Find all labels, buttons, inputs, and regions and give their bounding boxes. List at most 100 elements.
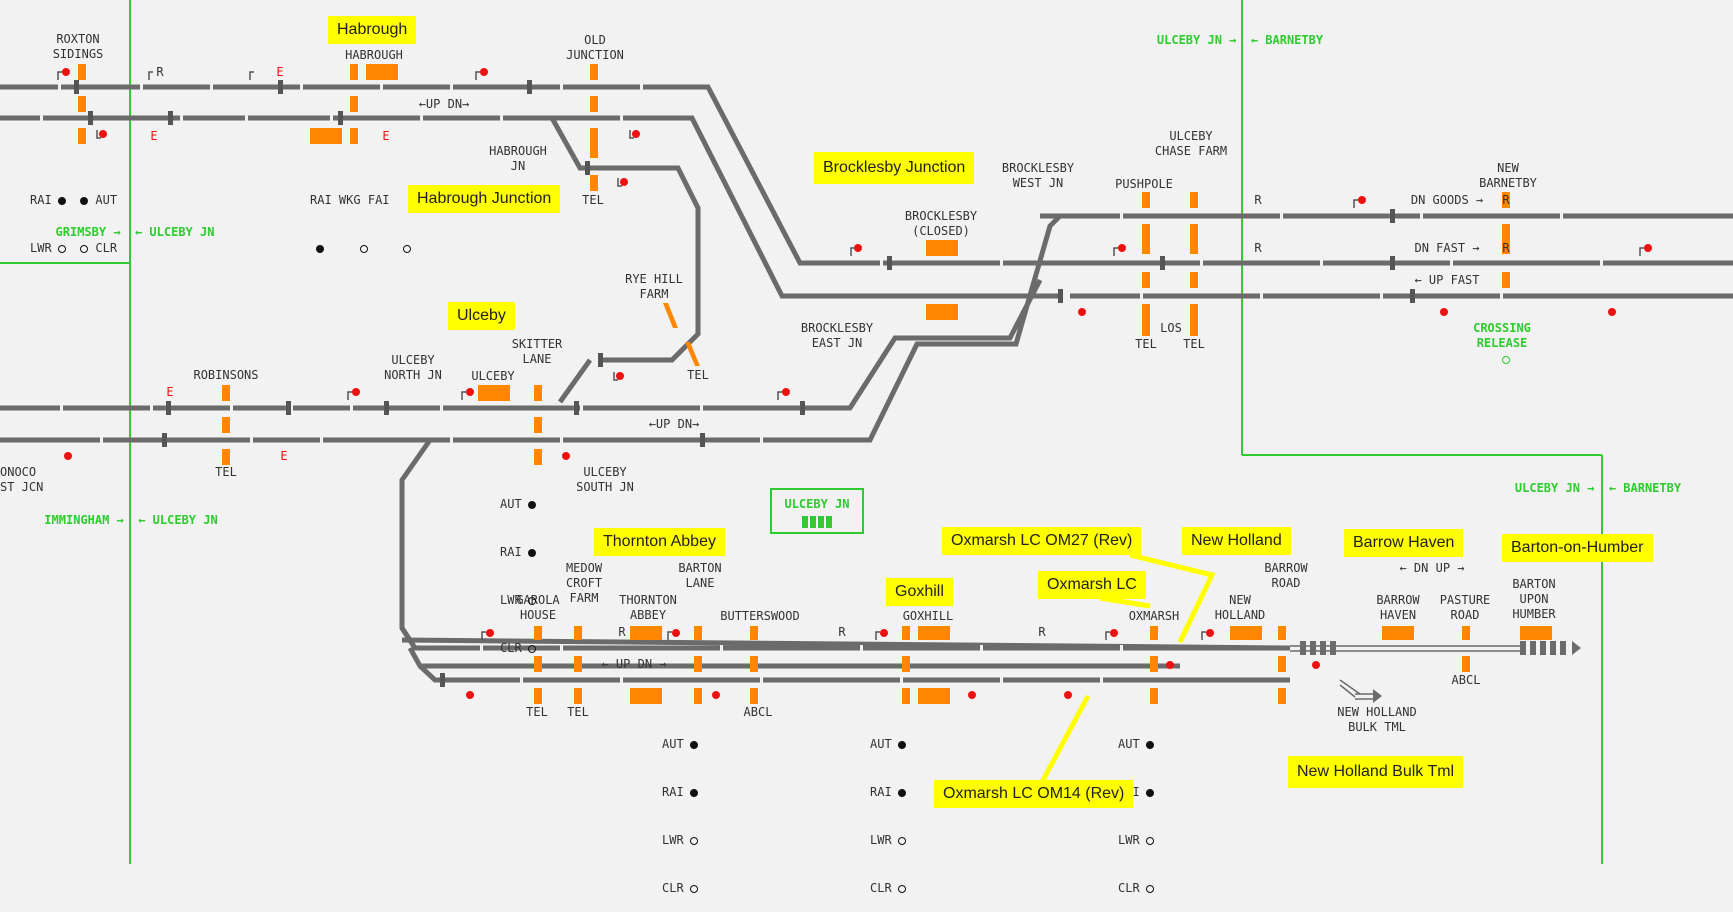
- new-barnetby-label: NEW BARNETBY: [1479, 161, 1537, 190]
- brocklesby-east-jn-label: BROCKLESBY EAST JN: [800, 321, 874, 350]
- roxton-sidings-label: ROXTON SIDINGS: [52, 32, 104, 61]
- ulceby-jn-box[interactable]: ULCEBY JN: [770, 488, 864, 534]
- r-marker: R: [618, 625, 626, 639]
- track-habrough-branch: [549, 116, 701, 363]
- barton-lane-indications: AUT RAI LWR CLR: [662, 704, 698, 912]
- abcl-pasture-label: ABCL: [1451, 673, 1481, 687]
- track-mid-up: [0, 278, 1043, 411]
- tel-medow-label: TEL: [567, 705, 589, 719]
- area-tag-habrough[interactable]: Habrough: [328, 16, 417, 44]
- rye-hill-farm-label: RYE HILL FARM: [625, 272, 683, 301]
- area-tag-barrow-haven[interactable]: Barrow Haven: [1344, 529, 1464, 557]
- area-tag-oxmarsh-lc[interactable]: Oxmarsh LC: [1038, 571, 1146, 599]
- habrough-indications: RAI WKG FAI: [310, 160, 412, 272]
- old-junction-label: OLD JUNCTION: [566, 33, 624, 62]
- skitter-lane-indications: AUT RAI LWR CLR: [500, 464, 536, 672]
- e-marker: E: [382, 129, 390, 143]
- barton-upon-humber-label: BARTON UPON HUMBER: [1512, 577, 1556, 621]
- roxton-indications: RAI AUT LWR CLR: [30, 193, 118, 255]
- goxhill-label: GOXHILL: [902, 609, 954, 623]
- boundary-ulceby-barnetby-right: ULCEBY JN → ← BARNETBY: [1514, 481, 1682, 495]
- rai-lamp: [316, 244, 324, 253]
- fai-lamp: [403, 244, 412, 253]
- aut-lamp: [897, 740, 906, 749]
- ulceby-jn-box-label: ULCEBY JN: [784, 497, 850, 511]
- clr-lamp: [897, 884, 906, 893]
- pasture-road-label: PASTURE ROAD: [1439, 593, 1491, 622]
- ulceby-station-label: ULCEBY: [471, 369, 515, 383]
- boundary-immingham-ulceby: IMMINGHAM → ← ULCEBY JN: [44, 513, 218, 527]
- e-marker: E: [150, 129, 158, 143]
- area-tag-oxmarsh-om27[interactable]: Oxmarsh LC OM27 (Rev): [942, 527, 1142, 555]
- rai-lamp: [689, 788, 698, 797]
- r-marker: R: [1254, 241, 1262, 255]
- up-dn-habrough-label: ←UP DN→: [418, 97, 470, 111]
- up-dn-thornton-label: ← UP DN →: [601, 657, 667, 671]
- up-fast-label: ← UP FAST: [1414, 273, 1480, 287]
- boundary-lines: [0, 0, 1603, 864]
- brocklesby-closed-label: BROCKLESBY (CLOSED): [904, 209, 978, 238]
- garola-house-label: GAROLA HOUSE: [516, 593, 560, 622]
- aut-lamp: [1145, 740, 1154, 749]
- dn-goods-label: DN GOODS →: [1410, 193, 1484, 207]
- e-marker: E: [280, 449, 288, 463]
- area-tag-goxhill[interactable]: Goxhill: [886, 578, 953, 606]
- area-tag-oxmarsh-om14[interactable]: Oxmarsh LC OM14 (Rev): [934, 780, 1134, 808]
- area-tag-barton-on-humber[interactable]: Barton-on-Humber: [1502, 534, 1653, 562]
- thornton-abbey-label: THORNTON ABBEY: [619, 593, 677, 622]
- brocklesby-west-jn-label: BROCKLESBY WEST JN: [1001, 161, 1075, 190]
- clr-lamp: [1145, 884, 1154, 893]
- crossing-release-indicator[interactable]: [1502, 356, 1510, 364]
- ulceby-jn-box-bars: [772, 513, 862, 532]
- habrough-jn-label: HABROUGH JN: [489, 144, 547, 173]
- track-circuits[interactable]: [78, 64, 1552, 704]
- crossing-release-label: CROSSING RELEASE: [1473, 321, 1531, 350]
- boundary-ulceby-barnetby-top: ULCEBY JN → ← BARNETBY: [1156, 33, 1324, 47]
- signals[interactable]: [62, 68, 1652, 699]
- tel-robinsons-label: TEL: [215, 465, 237, 479]
- r-marker: R: [1038, 625, 1046, 639]
- new-holland-bulk-tml-label: NEW HOLLAND BULK TML: [1337, 705, 1417, 734]
- area-tag-habrough-junction[interactable]: Habrough Junction: [408, 185, 561, 213]
- ulceby-north-jn-label: ULCEBY NORTH JN: [384, 353, 442, 382]
- e-marker: E: [276, 65, 284, 79]
- goxhill-indications: AUT RAI LWR CLR: [870, 704, 906, 912]
- los-label: LOS: [1160, 321, 1182, 335]
- clr-lamp: [527, 644, 536, 653]
- track-top-dn: [0, 115, 1060, 299]
- robinsons-label: ROBINSONS: [193, 368, 259, 382]
- tel-old-label: TEL: [582, 193, 604, 207]
- habrough-label: HABROUGH: [345, 48, 403, 62]
- wkg-lamp: [359, 244, 368, 253]
- track-mid-dn: [0, 214, 1062, 443]
- rai-lamp: [527, 548, 536, 557]
- area-tag-brocklesby-junction[interactable]: Brocklesby Junction: [814, 152, 975, 184]
- butterswood-label: BUTTERSWOOD: [720, 609, 800, 623]
- r-marker: R: [156, 65, 164, 79]
- ulceby-south-jn-label: ULCEBY SOUTH JN: [576, 465, 634, 494]
- lwr-lamp: [897, 836, 906, 845]
- barrow-haven-label: BARROW HAVEN: [1376, 593, 1420, 622]
- area-tag-thornton-abbey[interactable]: Thornton Abbey: [594, 528, 725, 556]
- new-holland-label: NEW HOLLAND: [1214, 593, 1266, 622]
- r-marker: R: [838, 625, 846, 639]
- skitter-lane-label: SKITTER LANE: [511, 337, 563, 366]
- e-marker: E: [166, 385, 174, 399]
- rai-lamp: [57, 196, 66, 205]
- tel-rye-label: TEL: [687, 368, 709, 382]
- ulceby-chase-farm-label: ULCEBY CHASE FARM: [1154, 129, 1228, 158]
- area-tag-new-holland[interactable]: New Holland: [1182, 527, 1291, 555]
- track-top-up: [0, 84, 1733, 266]
- r-marker: R: [1502, 241, 1510, 255]
- area-tag-ulceby[interactable]: Ulceby: [448, 302, 515, 330]
- barton-lane-label: BARTON LANE: [678, 561, 722, 590]
- lwr-lamp: [527, 596, 536, 605]
- up-dn-skitter-label: ←UP DN→: [648, 417, 700, 431]
- track-diagram: [0, 0, 1733, 864]
- conoco-label: ONOCO ST JCN: [0, 465, 44, 494]
- rai-lamp: [897, 788, 906, 797]
- dn-up-barrow-label: ← DN UP →: [1399, 561, 1465, 575]
- area-tag-new-holland-bulk-tml[interactable]: New Holland Bulk Tml: [1288, 756, 1464, 788]
- r-marker: R: [1254, 193, 1262, 207]
